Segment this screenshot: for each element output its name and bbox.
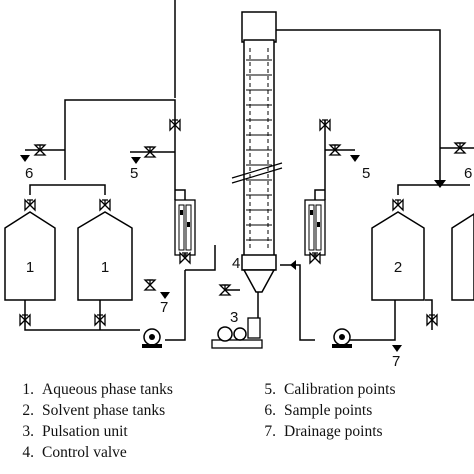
legend-text: Pulsation unit: [42, 423, 128, 440]
legend-item-6: 6. Sample points: [258, 401, 372, 421]
sample-label: 6: [25, 165, 33, 182]
extraction-column-schematic: 1 1 2: [4, 0, 474, 370]
aqueous-tank: 1: [77, 211, 133, 301]
legend-text: Aqueous phase tanks: [42, 381, 173, 398]
aqueous-tank: 1: [4, 211, 56, 301]
legend-item-5: 5. Calibration points: [258, 380, 396, 400]
legend-item-1: 1. Aqueous phase tanks: [0, 380, 173, 400]
legend-text: Drainage points: [284, 423, 383, 440]
legend-number: 2.: [22, 402, 34, 419]
extraction-column: [231, 11, 283, 293]
legend-item-7: 7. Drainage points: [258, 422, 383, 442]
pump-left-icon: [141, 328, 163, 349]
tank-number: 1: [101, 259, 109, 276]
tank-number: 2: [394, 259, 402, 276]
legend-number: 3.: [22, 423, 34, 440]
legend-number: 4.: [22, 444, 34, 461]
pulsation-unit-label: 3: [230, 309, 238, 326]
flow-arrow: [290, 260, 296, 270]
legend-text: Sample points: [284, 402, 373, 419]
drainage-label: 7: [392, 353, 400, 370]
legend-text: Calibration points: [284, 381, 396, 398]
legend: 1. Aqueous phase tanks 2. Solvent phase ta…: [0, 380, 474, 474]
solvent-tank: 2: [371, 211, 425, 301]
legend-item-3: 3. Pulsation unit: [0, 422, 128, 442]
tank-number: 1: [26, 259, 34, 276]
calibration-label: 5: [362, 165, 370, 182]
solvent-tank-partial: [451, 213, 474, 301]
pulsation-unit: [211, 317, 263, 349]
rotameter-right: [304, 199, 326, 256]
legend-text: Solvent phase tanks: [42, 402, 166, 419]
legend-number: 7.: [264, 423, 276, 440]
rotameter-left: [174, 199, 196, 256]
control-valve-label: 4: [232, 255, 240, 272]
legend-number: 1.: [22, 381, 34, 398]
calibration-label: 5: [130, 165, 138, 182]
drainage-label: 7: [160, 299, 168, 316]
legend-number: 6.: [264, 402, 276, 419]
pump-right-icon: [331, 328, 353, 349]
legend-number: 5.: [264, 381, 276, 398]
legend-item-4: 4. Control valve: [0, 443, 127, 463]
sample-label: 6: [464, 165, 472, 182]
legend-text: Control valve: [42, 444, 127, 461]
legend-item-2: 2. Solvent phase tanks: [0, 401, 165, 421]
drain-arrows: [20, 155, 402, 352]
flow-arrow: [434, 180, 446, 188]
